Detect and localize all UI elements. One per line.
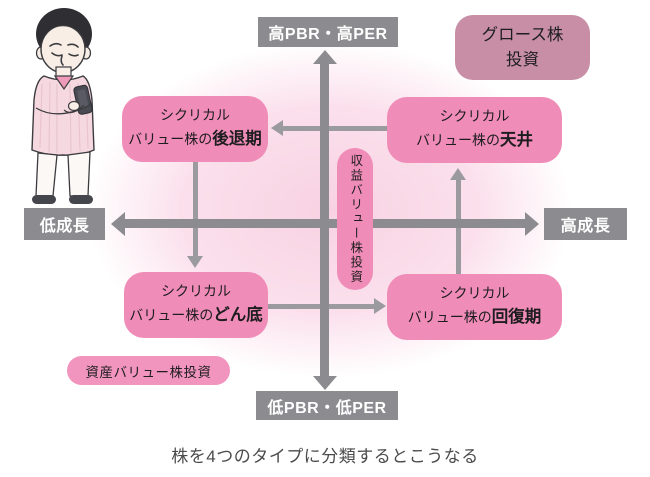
asset-value-pill: 資産バリュー株投資: [67, 356, 230, 385]
figure-caption: 株を4つのタイプに分類するとこうなる: [171, 447, 479, 466]
quadrant-line2: バリュー株のどん底: [129, 306, 263, 325]
quadrant-box-rock-bottom: シクリカル バリュー株のどん底: [124, 272, 268, 338]
quadrant-line1: シクリカル: [160, 107, 230, 124]
quadrant-box-ceiling: シクリカル バリュー株の天井: [387, 97, 562, 163]
quadrant-box-recession: シクリカル バリュー株の後退期: [122, 96, 268, 162]
axis-label-text: 高成長: [560, 218, 611, 235]
quadrant-line1: シクリカル: [439, 108, 510, 125]
axis-label-text: 低成長: [39, 218, 90, 235]
quadrant-line1: シクリカル: [161, 283, 231, 300]
quadrant-line2: バリュー株の回復期: [407, 308, 542, 327]
arrowhead-right-icon: [374, 298, 386, 314]
arrowhead-up-icon: [450, 168, 466, 180]
earnings-value-label: 収益バリュー株投資: [348, 153, 363, 285]
quadrant-emphasis: 回復期: [491, 308, 542, 327]
axis-arrow-left-icon: [111, 211, 125, 236]
axis-arrow-up-icon: [312, 50, 337, 64]
horizontal-axis: [125, 219, 525, 228]
growth-stock-investment-box: グロース株 投資: [455, 15, 590, 80]
axis-label-low-pbr-per: 低PBR・低PER: [256, 391, 398, 420]
connector-recession-to-bottom: [192, 162, 198, 256]
quadrant-line1: シクリカル: [439, 285, 510, 302]
growth-box-line1: グロース株: [481, 25, 564, 44]
axis-arrow-down-icon: [312, 376, 337, 390]
quadrant-emphasis: どん底: [213, 306, 263, 325]
earnings-value-pill: 収益バリュー株投資: [337, 148, 373, 290]
arrowhead-down-icon: [187, 256, 203, 268]
quadrant-line2: バリュー株の後退期: [128, 130, 262, 149]
quadrant-emphasis: 後退期: [212, 130, 262, 149]
asset-value-label: 資産バリュー株投資: [85, 364, 212, 380]
axis-label-low-growth: 低成長: [24, 208, 105, 240]
arrowhead-left-icon: [271, 120, 283, 136]
axis-label-text: 高PBR・高PER: [268, 26, 388, 43]
person-illustration: [31, 8, 95, 204]
quadrant-box-recovery: シクリカル バリュー株の回復期: [387, 274, 562, 340]
axis-label-high-pbr-per: 高PBR・高PER: [258, 17, 398, 47]
connector-ceiling-to-recession: [283, 125, 387, 131]
axis-label-high-growth: 高成長: [544, 208, 627, 240]
axis-label-text: 低PBR・低PER: [267, 399, 387, 417]
growth-box-line2: 投資: [506, 50, 539, 69]
quadrant-emphasis: 天井: [500, 131, 533, 150]
axis-arrow-right-icon: [525, 211, 539, 236]
quadrant-line2: バリュー株の天井: [416, 131, 533, 150]
